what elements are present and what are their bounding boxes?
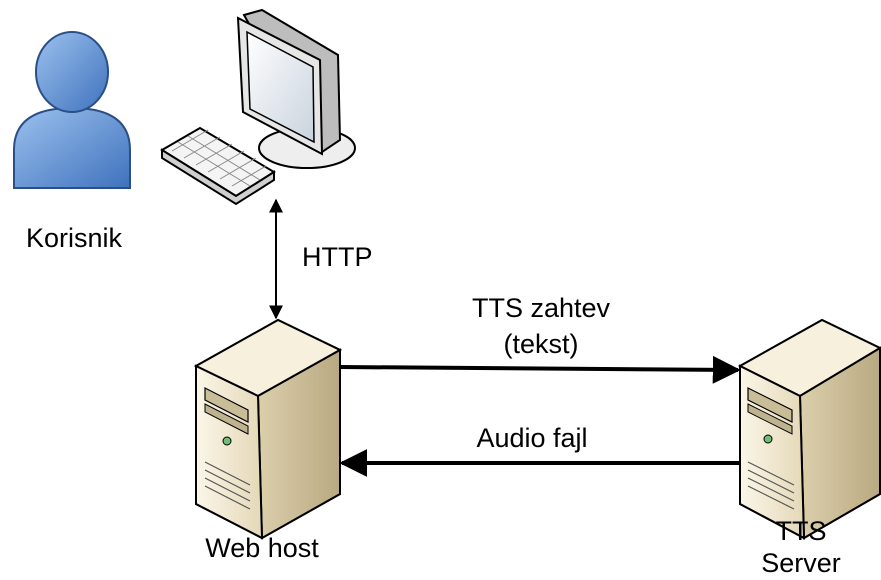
tts-server-label-line2: Server bbox=[761, 548, 841, 578]
audio-file-label: Audio fajl bbox=[476, 423, 587, 453]
computer-icon bbox=[236, 8, 356, 169]
tts-server-icon bbox=[737, 318, 881, 540]
tts-server-label-line1: TTS bbox=[776, 516, 827, 546]
user-icon bbox=[13, 31, 131, 189]
tts-request-arrow bbox=[339, 355, 741, 384]
web-host-label: Web host bbox=[205, 533, 319, 563]
web-host-server-icon bbox=[193, 318, 343, 540]
tts-request-label-line1: TTS zahtev bbox=[472, 293, 611, 323]
http-label: HTTP bbox=[302, 242, 373, 272]
tts-request-label-line2: (tekst) bbox=[503, 329, 578, 359]
keyboard-icon bbox=[160, 126, 276, 206]
user-label: Korisnik bbox=[26, 223, 123, 253]
